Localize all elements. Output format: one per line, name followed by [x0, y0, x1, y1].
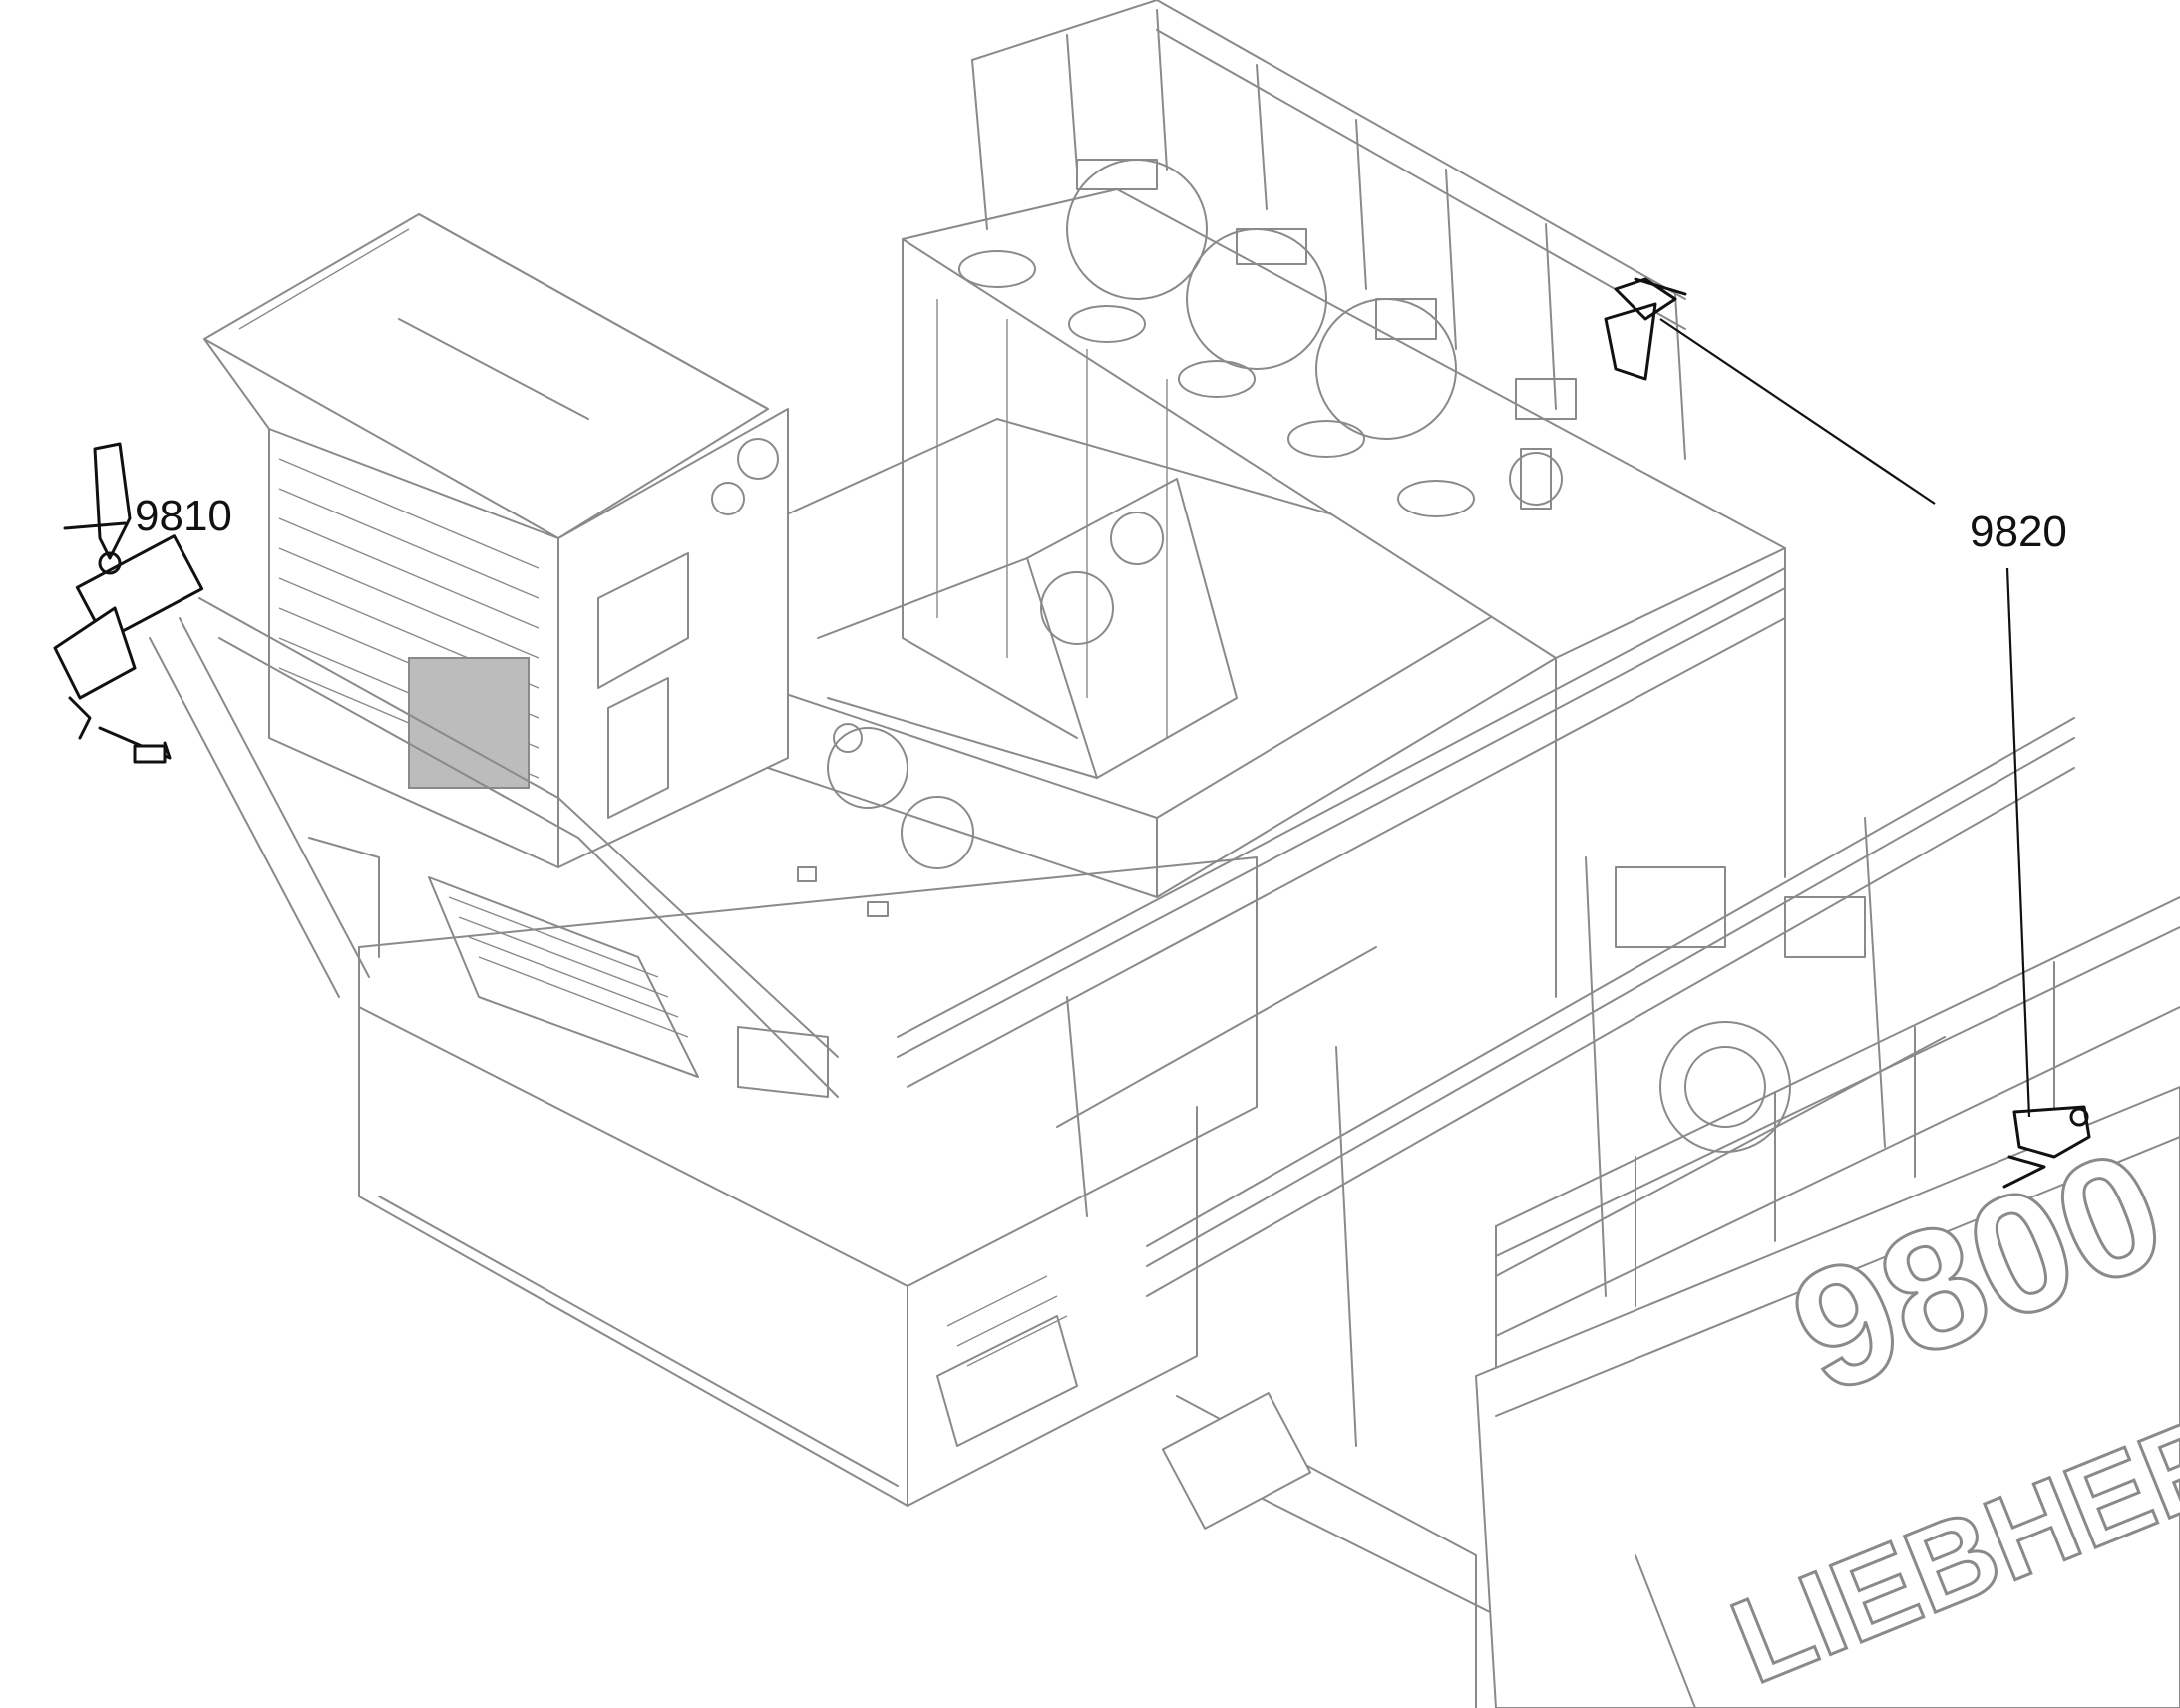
part-9810: [53, 442, 204, 764]
callout-9820: 9820: [1659, 318, 2067, 1118]
callout-label-9810: 9810: [135, 492, 232, 540]
leader-line-9820-bottom: [2005, 567, 2031, 1118]
callout-9810: 9810: [135, 492, 232, 540]
part-9820-bottom: [2002, 1105, 2091, 1189]
left-walkway: [149, 597, 839, 1098]
engine-module: [203, 213, 789, 868]
boom-foot: [817, 478, 1238, 779]
front-railing: [1495, 896, 2180, 1377]
tank-block: [902, 159, 1786, 998]
counterweight: 9800 LIEBHERR: [1475, 1086, 2180, 1708]
leader-line-9820-top: [1659, 318, 1936, 505]
cross-rails: [897, 567, 2075, 1447]
top-railing: [971, 0, 1686, 460]
callout-label-9820: 9820: [1970, 508, 2067, 556]
part-9820-top: [1604, 277, 1687, 381]
